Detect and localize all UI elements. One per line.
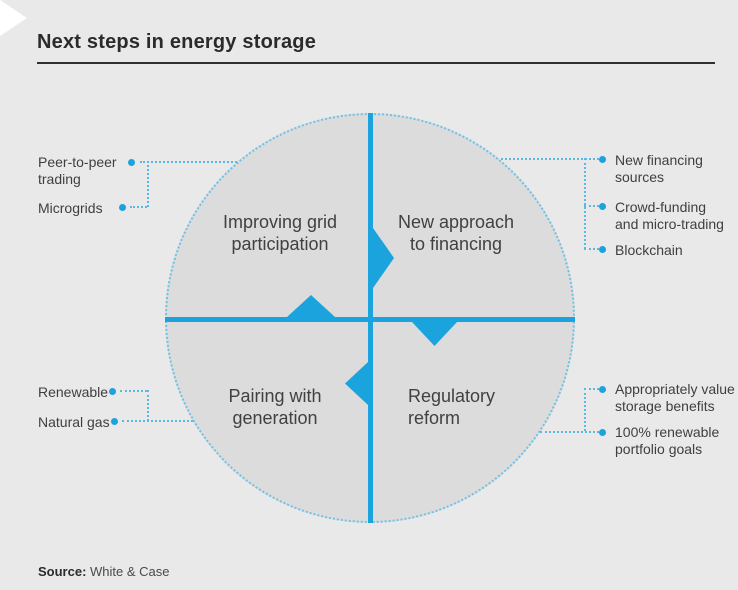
quadrant-label-regulatory-reform: Regulatory reform — [408, 385, 548, 429]
leader-line — [147, 390, 149, 421]
quadrant-label-line: Regulatory — [408, 386, 496, 406]
callout-line: Renewable — [38, 384, 109, 400]
callout-line: Crowd-funding — [615, 199, 707, 215]
callout-blockchain: Blockchain — [615, 242, 683, 259]
quadrant-label-improving-grid-participation: Improving grid participation — [180, 211, 380, 255]
connector-dot-icon — [111, 418, 118, 425]
leader-line — [122, 420, 193, 422]
quadrant-label-line: generation — [232, 408, 318, 428]
callout-natural-gas: Natural gas — [38, 414, 110, 431]
callout-line: portfolio goals — [615, 441, 703, 457]
quadrant-label-line: Pairing with — [228, 386, 322, 406]
leader-line — [584, 158, 586, 249]
leader-line — [584, 205, 599, 207]
callout-line: trading — [38, 171, 81, 187]
callout-100-renewable-portfolio: 100% renewable portfolio goals — [615, 424, 719, 458]
quadrant-label-pairing-with-generation: Pairing with generation — [175, 385, 375, 429]
callout-line: Appropriately value — [615, 381, 735, 397]
callout-microgrids: Microgrids — [38, 200, 103, 217]
callout-line: storage benefits — [615, 398, 715, 414]
callout-new-financing-sources: New financing sources — [615, 152, 703, 186]
title-underline — [37, 62, 715, 64]
connector-dot-icon — [599, 203, 606, 210]
leader-line — [584, 248, 599, 250]
leader-line — [584, 388, 586, 431]
quadrant-label-line: reform — [408, 408, 461, 428]
quadrant-label-line: Improving grid — [222, 212, 338, 232]
leader-line — [140, 161, 237, 163]
leader-line — [501, 158, 599, 160]
callout-line: and micro-trading — [615, 216, 724, 232]
page-title: Next steps in energy storage — [37, 31, 317, 53]
connector-dot-icon — [599, 386, 606, 393]
callout-line: Peer-to-peer — [38, 154, 117, 170]
connector-dot-icon — [599, 246, 606, 253]
leader-line — [584, 388, 599, 390]
quadrant-label-new-approach-to-financing: New approach to financing — [356, 211, 556, 255]
callout-appropriately-value-storage: Appropriately value storage benefits — [615, 381, 735, 415]
callout-line: Microgrids — [38, 200, 103, 216]
callout-line: sources — [615, 169, 665, 185]
source-label: Source: — [38, 564, 87, 579]
quadrant-label-line: to financing — [409, 234, 503, 254]
connector-dot-icon — [109, 388, 116, 395]
callout-line: New financing — [615, 152, 703, 168]
callout-peer-to-peer-trading: Peer-to-peer trading — [38, 154, 117, 188]
source-line: Source: White & Case — [38, 564, 170, 579]
horizontal-axis-line — [165, 317, 575, 322]
quadrant-label-line: participation — [231, 234, 329, 254]
callout-crowd-funding-micro-trading: Crowd-funding and micro-trading — [615, 199, 724, 233]
connector-dot-icon — [599, 156, 606, 163]
callout-line: 100% renewable — [615, 424, 720, 440]
callout-renewable: Renewable — [38, 384, 108, 401]
leader-line — [540, 431, 599, 433]
leader-line — [147, 161, 149, 207]
connector-dot-icon — [128, 159, 135, 166]
leader-line — [130, 206, 147, 208]
source-value: White & Case — [90, 564, 170, 579]
connector-dot-icon — [119, 204, 126, 211]
callout-line: Blockchain — [615, 242, 683, 258]
quadrant-label-line: New approach — [397, 212, 515, 232]
leader-line — [120, 390, 147, 392]
callout-line: Natural gas — [38, 414, 110, 430]
header-chevron-icon — [0, 0, 27, 36]
connector-dot-icon — [599, 429, 606, 436]
